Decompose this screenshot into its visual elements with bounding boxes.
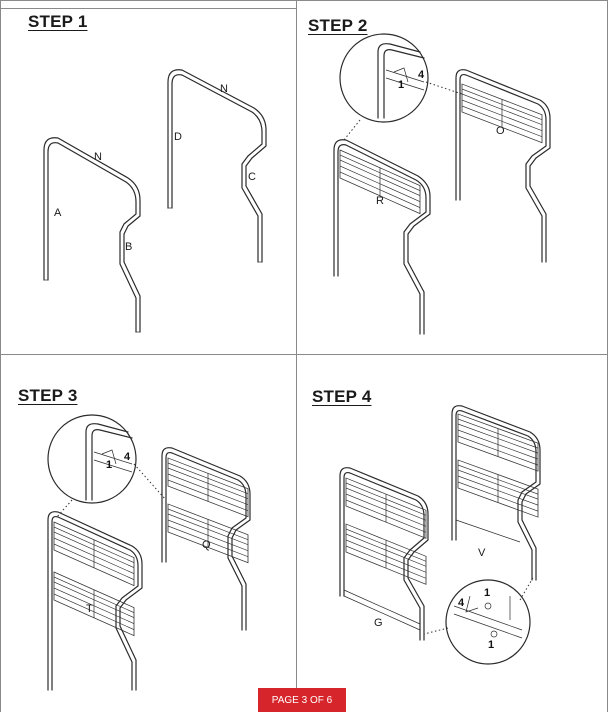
label-g: G: [374, 617, 383, 629]
step-2-callout-4: 4: [418, 69, 425, 81]
step-1-title: STEP 1: [28, 12, 88, 31]
step-3-drawing: 4 1 Q T: [47, 414, 251, 691]
step-2-drawing: 4 1 O R: [333, 33, 551, 335]
step-3-callout-1: 1: [106, 459, 112, 471]
label-q: Q: [202, 539, 211, 551]
step-3-title: STEP 3: [18, 386, 78, 405]
label-v: V: [478, 547, 486, 559]
label-b: B: [125, 241, 132, 253]
step-4-callout-1-bottom: 1: [488, 639, 494, 651]
step-2-title: STEP 2: [308, 16, 368, 35]
label-d: D: [174, 131, 182, 143]
step-3-callout-4: 4: [124, 451, 131, 463]
page-number-badge: PAGE 3 OF 6: [258, 688, 346, 712]
step-4-callout-1-top: 1: [484, 587, 490, 599]
step-4-callout-4: 4: [458, 597, 465, 609]
label-o: O: [496, 125, 505, 137]
step-4-detail-callout: [445, 579, 531, 665]
step-4-drawing: 1 4 1 V G: [339, 405, 541, 665]
step-1-drawing: N A B N D C: [43, 69, 267, 333]
label-c: C: [248, 171, 256, 183]
label-n-right: N: [220, 83, 228, 95]
label-r: R: [376, 195, 384, 207]
step-2-callout-1: 1: [398, 79, 404, 91]
label-a: A: [54, 207, 62, 219]
label-n-left: N: [94, 151, 102, 163]
step-4-title: STEP 4: [312, 387, 372, 406]
label-t: T: [86, 603, 93, 615]
